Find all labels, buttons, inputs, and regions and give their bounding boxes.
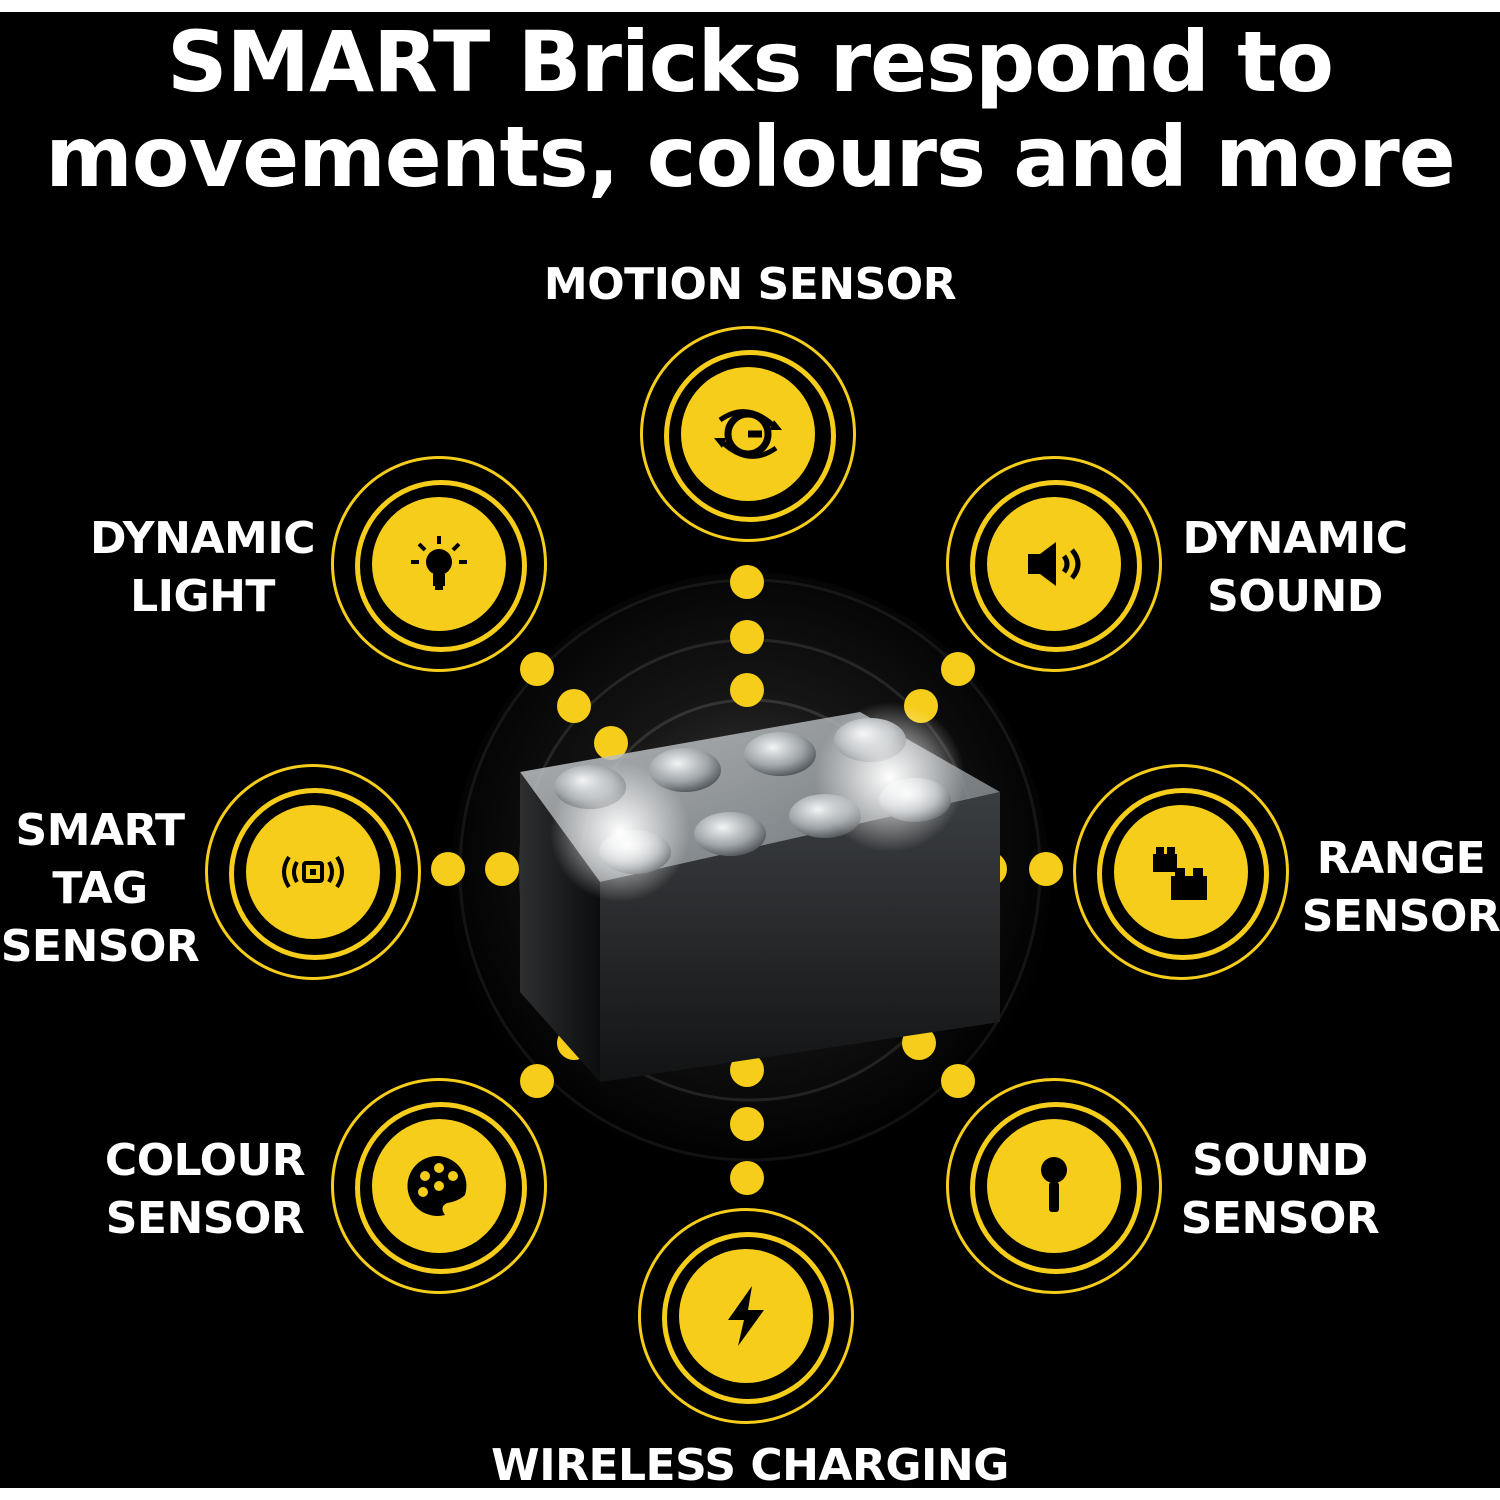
feature-range-sensor: [1073, 764, 1289, 980]
label-wireless-charging: WIRELESS CHARGING: [491, 1440, 1009, 1488]
label-motion-sensor: MOTION SENSOR: [543, 259, 957, 310]
label-range-sensor: RANGE SENSOR: [1301, 833, 1500, 942]
label-dynamic-light: DYNAMIC LIGHT: [89, 513, 316, 622]
tag-signal-icon: [282, 855, 344, 889]
palette-icon: [407, 1155, 467, 1216]
connector-dot: [730, 673, 764, 707]
label-sound-sensor: SOUND SENSOR: [1180, 1135, 1380, 1244]
connector-dot: [730, 1107, 764, 1141]
connector-dot: [485, 852, 519, 886]
connector-dot: [941, 652, 975, 686]
connector-dot: [730, 620, 764, 654]
connector-dot: [520, 1064, 554, 1098]
connector-dot: [1029, 852, 1063, 886]
connector-dot: [730, 565, 764, 599]
infographic-canvas: SMART Bricks respond to movements, colou…: [0, 12, 1500, 1488]
feature-sound-sensor: [946, 1078, 1162, 1294]
connector-dot: [941, 1064, 975, 1098]
smart-brick-image: [520, 702, 1000, 1082]
connector-dot: [520, 652, 554, 686]
headline-line-1: SMART Bricks respond to: [167, 13, 1334, 111]
lightning-icon: [728, 1286, 764, 1346]
connector-dot: [730, 1161, 764, 1195]
label-dynamic-sound: DYNAMIC SOUND: [1182, 513, 1408, 622]
label-smart-tag-sensor: SMART TAG SENSOR: [0, 805, 200, 972]
light-bulb-icon: [411, 536, 467, 590]
motion-sensor-icon: [714, 409, 782, 459]
feature-smart-tag-sensor: [205, 764, 421, 980]
microphone-icon: [1041, 1157, 1067, 1212]
label-colour-sensor: COLOUR SENSOR: [104, 1135, 306, 1244]
brick-range-icon: [1153, 847, 1207, 900]
connector-dot: [431, 852, 465, 886]
feature-colour-sensor: [331, 1078, 547, 1294]
connector-dot: [557, 689, 591, 723]
feature-motion-sensor: [640, 326, 856, 542]
feature-dynamic-sound: [946, 456, 1162, 672]
feature-wireless-charging: [638, 1208, 854, 1424]
feature-dynamic-light: [331, 456, 547, 672]
headline-line-2: movements, colours and more: [45, 108, 1456, 206]
speaker-icon: [1028, 542, 1081, 586]
